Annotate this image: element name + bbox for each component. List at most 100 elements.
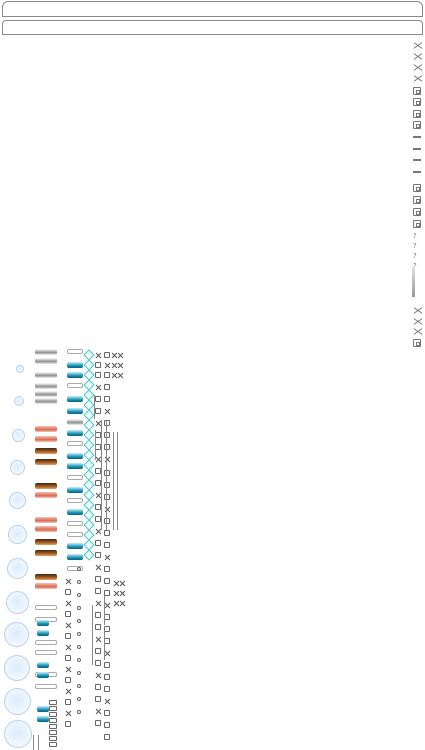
window-icon [95,648,101,654]
window-icon[interactable] [413,339,421,347]
close-icon[interactable] [413,42,422,49]
bar-sprite [35,583,57,589]
close-icon [104,506,110,512]
minimize-icon[interactable] [413,159,421,161]
window-icon [104,590,110,596]
window-icon [104,420,110,426]
divider-line [101,420,102,530]
window-icon [104,710,110,716]
divider-line [104,595,105,625]
bar-sprite [35,426,57,432]
bar-sprite [67,453,83,459]
close-icon [95,600,101,606]
scrollbar-thumb[interactable] [412,267,415,297]
close-icon [65,600,71,606]
close-icon [119,580,125,586]
divider-line [92,605,93,665]
close-icon[interactable] [413,328,422,335]
window-icon [95,504,101,510]
window-icon [104,352,110,358]
bar-sprite [37,716,49,722]
dot-icon [77,697,81,701]
window-icon [104,566,110,572]
window-title-bar[interactable] [2,1,423,17]
close-icon [104,456,110,462]
window-icon [104,578,110,584]
window-icon [95,362,101,368]
minimize-icon[interactable] [413,171,421,173]
close-icon [104,554,110,560]
close-icon [117,362,123,368]
minimize-icon[interactable] [413,136,421,138]
bar-sprite [67,419,83,425]
minimize-icon[interactable] [413,148,421,150]
help-icon[interactable]: ? [413,242,417,250]
bar-sprite [67,396,83,402]
dot-icon [77,606,81,610]
bar-sprite [35,550,57,556]
bar-sprite [67,362,83,368]
window-icon[interactable] [413,110,421,118]
close-icon [65,622,71,628]
window-icon [95,480,101,486]
bar-sprite [67,487,83,493]
close-icon [95,708,101,714]
window-icon [104,444,110,450]
window-icon[interactable] [413,208,421,216]
window-icon [104,734,110,740]
window-icon[interactable] [413,87,421,95]
window-icon [49,742,57,747]
help-icon[interactable]: ? [413,252,417,260]
window-icon[interactable] [413,184,421,192]
bar-sprite [35,459,57,465]
bar-sprite [35,640,57,645]
bar-sprite [67,372,83,378]
window-icon [95,552,101,558]
bar-sprite [67,532,83,537]
window-icon [49,718,57,723]
dot-icon [77,684,81,688]
window-icon [65,721,71,727]
bar-sprite [37,706,49,712]
circle-sprite [4,622,29,647]
window-icon [49,736,57,741]
close-icon[interactable] [413,64,422,71]
help-icon[interactable]: ? [413,232,417,240]
close-icon[interactable] [413,75,422,82]
window-icon[interactable] [413,98,421,106]
window-icon [65,633,71,639]
bar-sprite [35,483,57,489]
dot-icon [77,632,81,636]
bar-sprite [35,492,57,498]
dot-icon [77,658,81,662]
circle-sprite [10,460,25,475]
window-icon[interactable] [413,196,421,204]
diamond-icon [83,549,95,561]
window-icon [95,468,101,474]
bar-sprite [67,521,83,526]
bar-sprite [35,448,57,454]
window-icon [104,470,110,476]
close-icon [95,672,101,678]
close-icon[interactable] [413,53,422,60]
tab-strip[interactable] [2,20,423,35]
circle-sprite [4,688,31,715]
circle-sprite [14,396,24,406]
bar-sprite [37,672,49,678]
help-icon[interactable]: ? [413,262,417,270]
window-icon[interactable] [413,121,421,129]
bar-sprite [67,349,83,354]
close-icon[interactable] [413,318,422,325]
divider-line [106,420,107,530]
window-icon [95,408,101,414]
circle-sprite [7,558,28,579]
circle-sprite [16,365,24,373]
window-icon[interactable] [413,220,421,228]
window-icon [95,684,101,690]
window-icon [104,372,110,378]
window-icon [104,432,110,438]
close-icon[interactable] [413,307,422,314]
bar-sprite [35,358,57,364]
close-icon [65,710,71,716]
dot-icon [77,580,81,584]
